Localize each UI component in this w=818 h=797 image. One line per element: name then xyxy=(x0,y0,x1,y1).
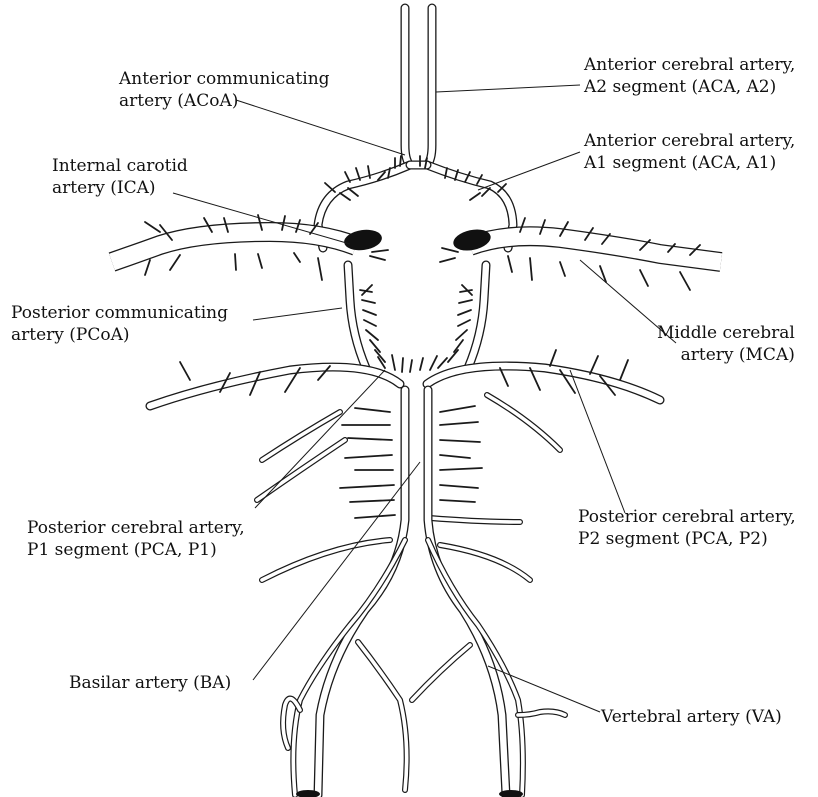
label-acoa-line2: artery (ACoA) xyxy=(119,90,330,112)
label-mca-line1: Middle cerebral xyxy=(657,322,795,344)
label-pca-p2-line1: Posterior cerebral artery, xyxy=(578,506,796,528)
label-ica: Internal carotid artery (ICA) xyxy=(52,155,188,199)
label-acoa-line1: Anterior communicating xyxy=(119,68,330,90)
mca-vessels xyxy=(112,232,721,262)
label-pca-p2-line2: P2 segment (PCA, P2) xyxy=(578,528,796,550)
label-ica-line1: Internal carotid xyxy=(52,155,188,177)
label-aca-a1-line2: A1 segment (ACA, A1) xyxy=(584,152,795,174)
anterior-spinal-vessels xyxy=(358,642,470,790)
label-pcoa-line2: artery (PCoA) xyxy=(11,324,228,346)
label-pcoa: Posterior communicating artery (PCoA) xyxy=(11,302,228,346)
label-mca: Middle cerebral artery (MCA) xyxy=(657,322,795,366)
label-aca-a2: Anterior cerebral artery, A2 segment (AC… xyxy=(584,54,795,98)
label-pca-p1-line2: P1 segment (PCA, P1) xyxy=(27,539,245,561)
label-aca-a1-line1: Anterior cerebral artery, xyxy=(584,130,795,152)
label-aca-a2-line1: Anterior cerebral artery, xyxy=(584,54,795,76)
label-pca-p2: Posterior cerebral artery, P2 segment (P… xyxy=(578,506,796,550)
label-va-text: Vertebral artery (VA) xyxy=(601,706,782,728)
label-va: Vertebral artery (VA) xyxy=(601,706,782,728)
label-ba-text: Basilar artery (BA) xyxy=(69,672,231,694)
label-pcoa-line1: Posterior communicating xyxy=(11,302,228,324)
perforator-branches xyxy=(145,156,700,518)
label-aca-a2-line2: A2 segment (ACA, A2) xyxy=(584,76,795,98)
label-mca-line2: artery (MCA) xyxy=(657,344,795,366)
label-acoa: Anterior communicating artery (ACoA) xyxy=(119,68,330,112)
label-ba: Basilar artery (BA) xyxy=(69,672,231,694)
aca-a2-vessels xyxy=(405,8,432,165)
label-pca-p1: Posterior cerebral artery, P1 segment (P… xyxy=(27,517,245,561)
vessel-ends xyxy=(296,790,523,797)
label-ica-line2: artery (ICA) xyxy=(52,177,188,199)
label-aca-a1: Anterior cerebral artery, A1 segment (AC… xyxy=(584,130,795,174)
label-pca-p1-line1: Posterior cerebral artery, xyxy=(27,517,245,539)
